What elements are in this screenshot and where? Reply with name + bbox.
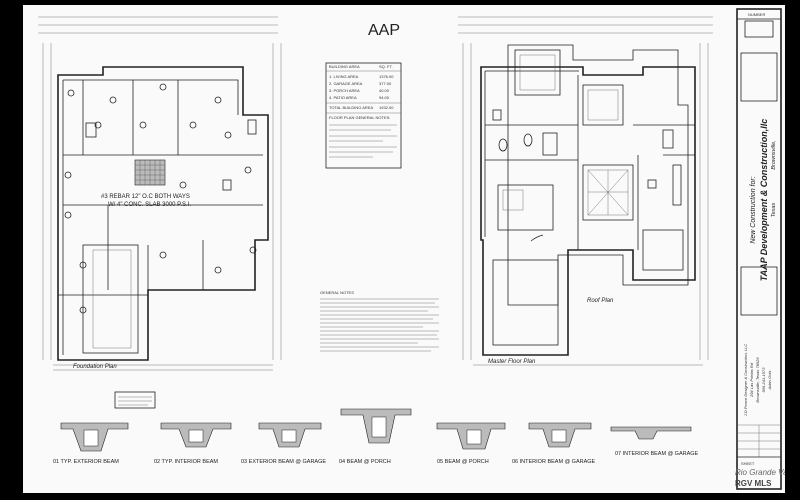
area-row-label: 2. GARAGE AREA: [329, 81, 363, 86]
section-04-label: 04 BEAM @ PORCH: [339, 459, 391, 465]
plan-sheet: #3 REBAR 12" O.C BOTH WAYS W/ 4" CONC. S…: [23, 5, 800, 493]
section-06-label: 06 INTERIOR BEAM @ GARAGE: [512, 459, 596, 465]
master-floor-plan: Master Floor Plan Roof Plan: [458, 16, 713, 366]
blueprint-drawing: #3 REBAR 12" O.C BOTH WAYS W/ 4" CONC. S…: [38, 8, 800, 490]
sheet-label: SHEET: [741, 461, 755, 466]
area-row-value: 40.00: [379, 88, 390, 93]
watermark-line1: Rio Grande Valley: [735, 468, 785, 477]
general-notes-title: GENERAL NOTES: [320, 290, 354, 295]
area-row-value: 1376.00: [379, 74, 394, 79]
watermark-line2: RGV MLS: [735, 479, 772, 488]
company-city: Brownsville,: [771, 140, 777, 169]
drawn-by: Adan Ortiz: [767, 371, 772, 391]
master-floor-plan-title: Master Floor Plan: [488, 359, 536, 365]
aap-logo: AAP: [368, 22, 400, 39]
company-state: Texas: [771, 203, 777, 218]
section-05-label: 05 BEAM @ PORCH: [437, 459, 489, 465]
area-header-label: BUILDING AREA: [329, 64, 360, 69]
company-name: TAAP Development & Construction,llc: [759, 119, 769, 282]
roof-plan-label: Roof Plan: [587, 298, 614, 304]
section-03-label: 03 EXTERIOR BEAM @ GARAGE: [241, 459, 326, 465]
area-row-label: 1. LIVING AREA: [329, 74, 359, 79]
area-row-label: 4. PATIO AREA: [329, 95, 357, 100]
title-block: NUMBER New Construction for: TAAP Develo…: [736, 8, 782, 490]
designer-city: Brownsville, Texas 78526: [755, 357, 760, 403]
area-row-value: 94.00: [379, 95, 390, 100]
designer-phone: 956-241-1573: [761, 367, 766, 393]
area-total-label: TOTAL BUILDING AREA: [329, 105, 373, 110]
area-table: BUILDING AREA SQ. FT. 1. LIVING AREA 137…: [325, 62, 402, 169]
section-02-label: 02 TYP. INTERIOR BEAM: [154, 459, 218, 465]
foundation-plan-title: Foundation Plan: [73, 364, 117, 370]
area-row-label: 3. PORCH AREA: [329, 88, 360, 93]
area-total-value: 1932.00: [379, 105, 394, 110]
number-label: NUMBER: [748, 12, 765, 17]
mls-watermark: Rio Grande Valley RGV MLS: [735, 468, 800, 488]
floor-notes-title: FLOOR PLAN GENERAL NOTES:: [329, 115, 390, 120]
designer-address: 294 Las Prietas Rd: [749, 362, 754, 398]
area-header-value: SQ. FT.: [379, 64, 393, 69]
general-notes: GENERAL NOTES: [320, 290, 439, 352]
area-row-value: 377.00: [379, 81, 392, 86]
section-01-label: 01 TYP. EXTERIOR BEAM: [53, 459, 119, 465]
foundation-plan: #3 REBAR 12" O.C BOTH WAYS W/ 4" CONC. S…: [38, 16, 282, 371]
new-construction-label: New Construction for:: [750, 176, 757, 243]
foundation-note-line2: W/ 4" CONC. SLAB 3000 P.S.I.: [108, 202, 191, 208]
designer-name: J.D.Ponce Designer & Construction, LLC: [743, 344, 748, 418]
beam-sections: 01 TYP. EXTERIOR BEAM 02 TYP. INTERIOR B…: [53, 391, 699, 465]
foundation-note-line1: #3 REBAR 12" O.C BOTH WAYS: [101, 194, 190, 200]
section-07-label: 07 INTERIOR BEAM @ GARAGE: [615, 451, 699, 457]
